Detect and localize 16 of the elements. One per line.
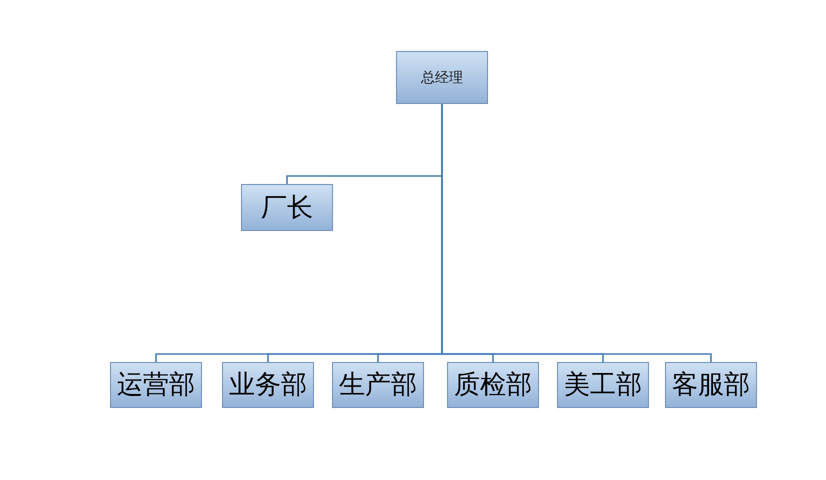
org-box bbox=[396, 51, 488, 104]
org-box bbox=[557, 362, 649, 408]
org-box bbox=[332, 362, 424, 408]
org-box bbox=[447, 362, 539, 408]
box-label: 业务部 bbox=[229, 372, 307, 398]
box-label: 客服部 bbox=[672, 372, 750, 398]
org-box bbox=[110, 362, 202, 408]
org-box bbox=[241, 184, 333, 231]
org-box bbox=[665, 362, 757, 408]
box-label: 总经理 bbox=[421, 70, 463, 84]
box-label: 运营部 bbox=[117, 372, 195, 398]
box-label: 美工部 bbox=[564, 372, 642, 398]
box-label: 厂长 bbox=[261, 194, 313, 220]
box-label: 生产部 bbox=[339, 372, 417, 398]
box-label: 质检部 bbox=[454, 372, 532, 398]
org-box bbox=[222, 362, 314, 408]
